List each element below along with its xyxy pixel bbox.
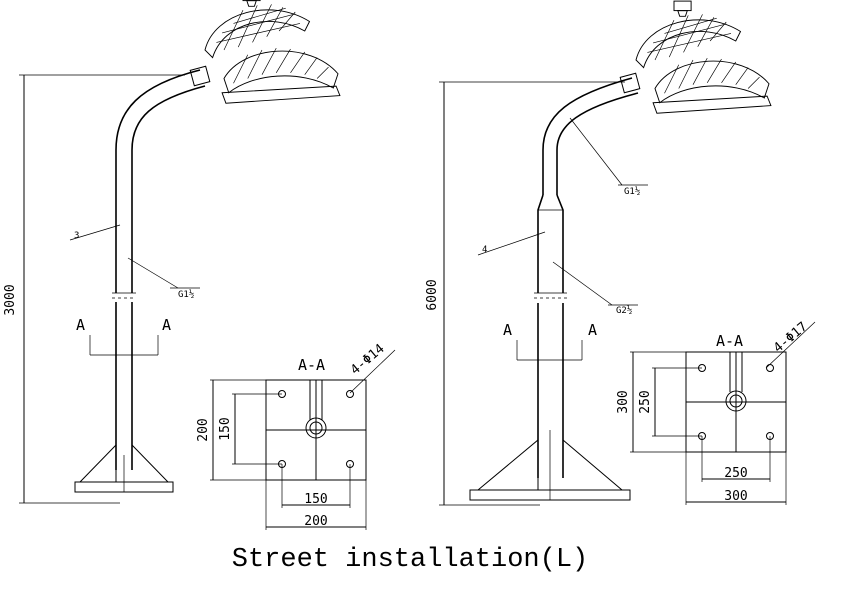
left-plate-title: A-A	[298, 356, 325, 374]
right-height-label: 6000	[425, 279, 440, 310]
left-plate-hole-label: 4-Φ14	[348, 341, 388, 378]
right-plate-title: A-A	[716, 332, 743, 350]
left-plate-dim-outer-h: 200	[304, 514, 327, 529]
right-pole-drawing: 6000 4 G1½ G2½ A A	[425, 0, 816, 506]
right-plate-dim-outer-v: 300	[616, 390, 631, 413]
right-plate-hole-label: 4-Φ17	[771, 319, 811, 356]
left-pole-drawing: 3000 3 G1½ A A A-A	[3, 0, 396, 530]
right-base-plate-section: A-A 4-Φ17 300 250	[616, 319, 816, 505]
left-thread-label: G1½	[178, 289, 194, 300]
left-part-label: 3	[74, 231, 79, 241]
left-section-right-label: A	[162, 316, 171, 334]
left-section-left-label: A	[76, 316, 85, 334]
right-part-label: 4	[482, 245, 487, 255]
right-thread-label-top: G1½	[624, 186, 640, 197]
right-section-left-label: A	[503, 321, 512, 339]
left-plate-dim-inner-v: 150	[218, 417, 233, 440]
right-section-right-label: A	[588, 321, 597, 339]
left-height-label: 3000	[3, 284, 18, 315]
right-plate-dim-inner-v: 250	[638, 390, 653, 413]
right-thread-label-bottom: G2½	[616, 305, 632, 316]
right-plate-dim-outer-h: 300	[724, 489, 747, 504]
left-plate-dim-inner-h: 150	[304, 492, 327, 507]
right-plate-dim-inner-h: 250	[724, 466, 747, 481]
drawing-caption: Street installation(L)	[232, 545, 588, 575]
left-base-plate-section: A-A 4-Φ14 200 150	[196, 341, 396, 530]
left-plate-dim-outer-v: 200	[196, 418, 211, 441]
